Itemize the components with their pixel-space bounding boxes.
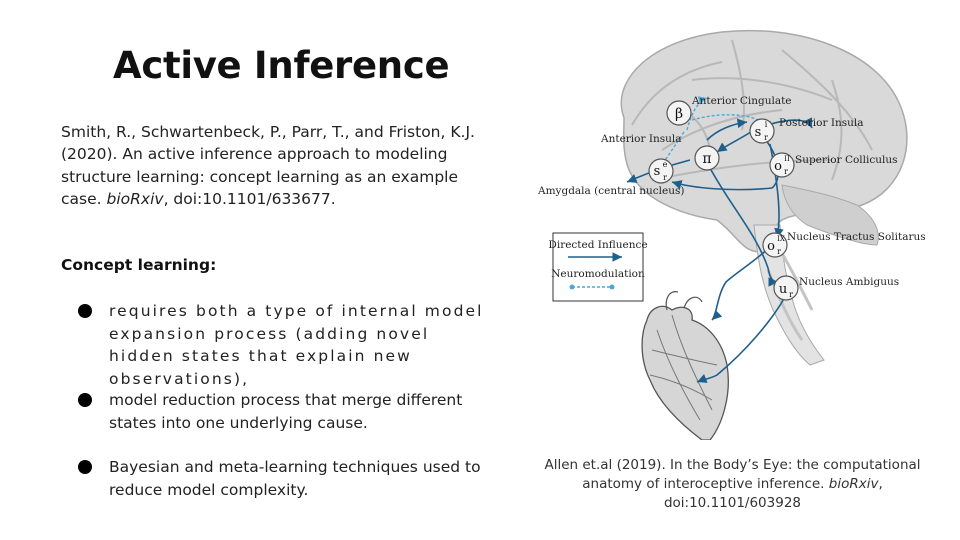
bullet-item: requires both a type of internal model e… [78,300,488,390]
brain-heart-figure: β π s e r s i r o II r o IX r u r Anteri… [532,20,932,441]
caption-journal: bioRxiv [828,476,879,492]
o-ii-sup: II [784,155,790,163]
figure-caption: Allen et.al (2019). In the Body’s Eye: t… [540,456,925,513]
bullet-text: Bayesian and meta-learning techniques us… [109,458,481,499]
beta-symbol: β [675,106,683,122]
label-anterior-cingulate: Anterior Cingulate [691,95,792,107]
node-o-ii: o II r [769,152,795,178]
label-nucleus-tractus: Nucleus Tractus Solitarus [787,231,926,243]
citation-authors: Smith, R., Schwartenbeck, P., Parr, T., … [61,123,475,208]
heart-illustration [641,291,729,441]
o-ii-sub: r [784,167,788,176]
s-i-symbol: s [755,125,762,140]
legend-neuromodulation-label: Neuromodulation [551,268,645,280]
slide-title: Active Inference [113,44,450,87]
legend-neuromodulation-dot [609,284,615,290]
u-sub: r [789,290,793,299]
label-anterior-insula: Anterior Insula [600,133,682,145]
citation-doi: , doi:10.1101/633677. [163,189,336,208]
node-o-ix: o IX r [762,232,788,258]
caption-text: Allen et.al (2019). In the Body’s Eye: t… [544,457,921,492]
o-ii-symbol: o [774,159,782,174]
node-u: u r [773,275,799,301]
node-beta: β [666,100,692,126]
figure-legend: Directed Influence Neuromodulation [548,232,648,302]
pi-symbol: π [702,151,711,167]
o-ix-symbol: o [767,239,775,254]
citation: Smith, R., Schwartenbeck, P., Parr, T., … [61,121,481,210]
bullet-item: Bayesian and meta-learning techniques us… [78,456,488,501]
figure-svg: β π s e r s i r o II r o IX r u r Anteri… [537,29,926,441]
legend-directed-label: Directed Influence [548,239,647,251]
node-s-e: s e r [648,158,674,184]
bullet-dot-icon [78,460,92,474]
s-i-sub: r [764,133,768,142]
citation-journal: bioRxiv [106,189,164,208]
node-pi: π [694,145,720,171]
s-e-symbol: s [654,164,661,179]
label-superior-colliculus: Superior Colliculus [795,154,898,166]
label-nucleus-ambiguus: Nucleus Ambiguus [799,276,899,288]
bullet-rest-text: expansion process (adding novel hidden s… [109,324,430,388]
u-symbol: u [779,282,787,297]
o-ix-sub: r [777,247,781,256]
node-s-i: s i r [749,118,775,144]
bullet-dot-icon [78,304,92,318]
bullet-item: model reduction process that merge diffe… [78,389,488,434]
section-heading: Concept learning: [61,256,217,274]
legend-neuromodulation-dot [569,284,575,290]
s-i-sup: i [765,120,768,129]
label-posterior-insula: Posterior Insula [779,117,864,129]
s-e-sub: r [663,173,667,182]
label-amygdala: Amygdala (central nucleus) [537,185,685,197]
caption-doi: , doi:10.1101/603928 [663,476,883,511]
bullet-lead-text: requires both a type of internal model [109,302,484,320]
o-ix-sup: IX [777,235,785,243]
bullet-dot-icon [78,393,92,407]
bullet-text: model reduction process that merge diffe… [109,391,463,432]
s-e-sup: e [663,160,668,169]
